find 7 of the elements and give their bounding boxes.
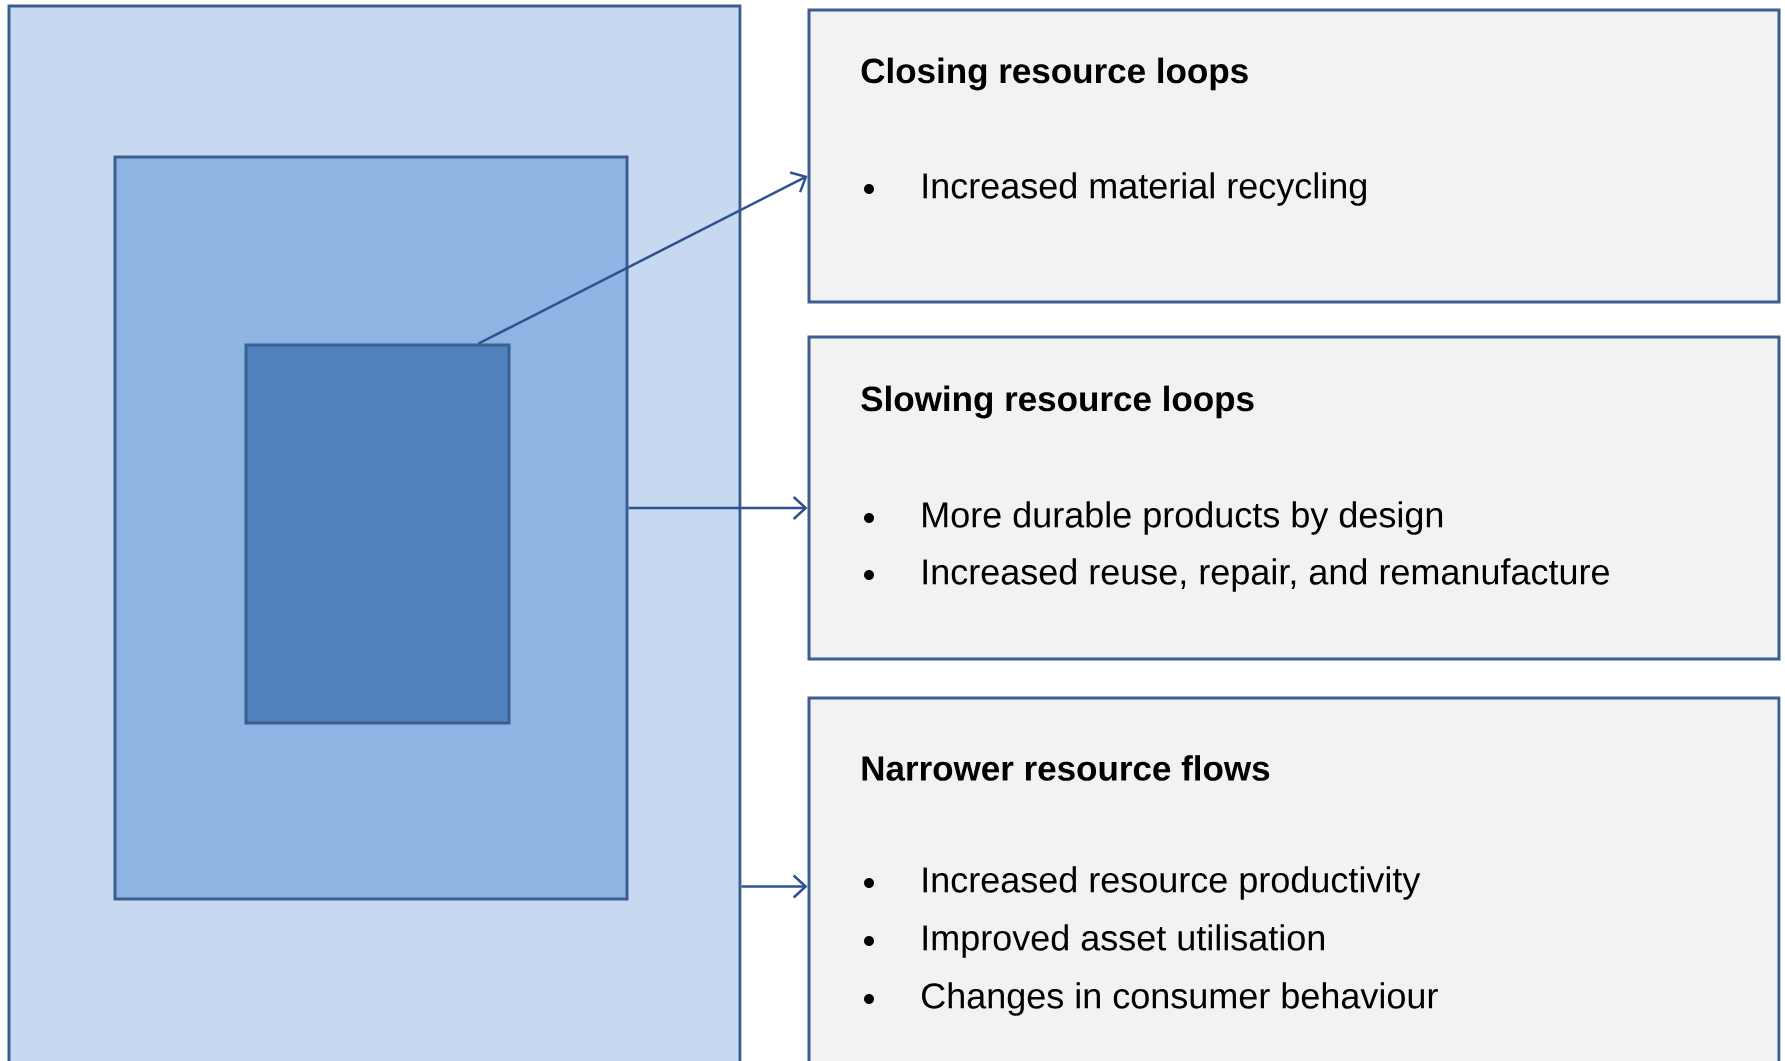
arrow (478, 171, 808, 345)
arrow (741, 874, 808, 899)
nested-box (244, 343, 511, 725)
text-box: Slowing resource loops More durable products by design Increased reuse, repair, and remanufacture (807, 335, 1781, 661)
text-box: Narrower resource flows Increased resource productivity Improved asset utilisation Changes in consumer behaviour (807, 696, 1781, 1061)
text-box: Closing resource loops Increased material recycling (807, 8, 1781, 304)
arrow (628, 496, 808, 520)
